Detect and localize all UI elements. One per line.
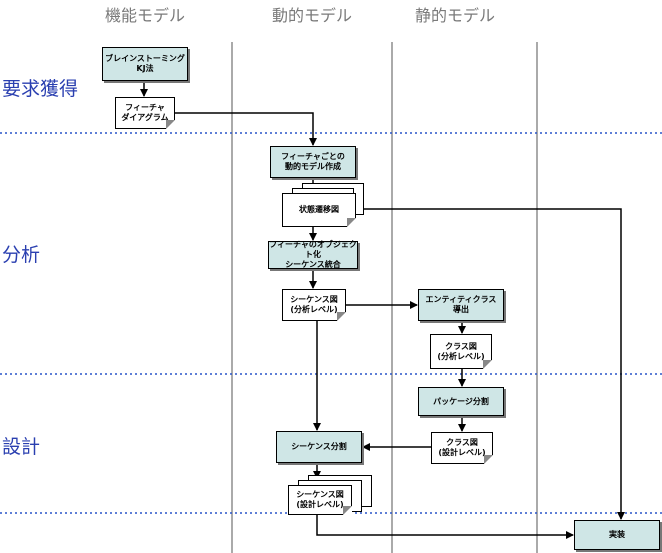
page-fold-icon	[166, 120, 175, 129]
process-sequence-split: シーケンス分割	[276, 431, 362, 463]
phase-label-design: 設計	[2, 436, 41, 458]
column-header-dynamic: 動的モデル	[271, 6, 352, 25]
arrow-feature-diagram-to-dynamic-model	[174, 112, 317, 146]
process-implementation-label: 実装	[609, 530, 625, 539]
process-brainstorming-kj-label: ブレインストーミング KJ法	[105, 54, 185, 73]
document-sequence-analysis: シーケンス図 (分析レベル)	[282, 289, 346, 321]
process-package-split-label: パッケージ分割	[433, 396, 489, 406]
arrow-state-transition-to-implementation	[355, 208, 625, 520]
document-sequence-design: シーケンス図 (設計レベル)	[288, 485, 352, 515]
document-sequence-analysis-label: シーケンス図 (分析レベル)	[290, 295, 338, 314]
process-feature-objectify-label: フィーチャのオブジェクト化 シーケンス統合	[269, 240, 357, 269]
document-class-analysis-label: クラス図 (分析レベル)	[437, 341, 485, 361]
column-header-functional: 機能モデル	[104, 6, 185, 25]
process-feature-objectify: フィーチャのオブジェクト化 シーケンス統合	[268, 240, 358, 269]
document-feature-diagram: フィーチャ ダイアグラム	[115, 97, 175, 129]
document-state-transition: 状態遷移図	[282, 193, 356, 227]
process-dynamic-model-creation-label: フィーチャごとの 動的モデル作成	[281, 152, 345, 171]
document-state-transition-label: 状態遷移図	[299, 205, 339, 214]
document-sequence-design-label: シーケンス図 (設計レベル)	[296, 490, 344, 509]
document-class-design-label: クラス図 (設計レベル)	[438, 438, 486, 457]
document-class-analysis: クラス図 (分析レベル)	[430, 334, 492, 369]
page-fold-icon	[483, 360, 492, 369]
page-fold-icon	[347, 218, 356, 227]
process-brainstorming-kj: ブレインストーミング KJ法	[102, 47, 188, 81]
process-implementation: 実装	[574, 520, 660, 550]
page-fold-icon	[337, 312, 346, 321]
process-package-split: パッケージ分割	[418, 387, 504, 416]
phase-label-requirements: 要求獲得	[2, 78, 79, 100]
swimlane-separators	[231, 42, 538, 553]
process-sequence-split-label: シーケンス分割	[291, 442, 347, 451]
process-entity-class-label: エンティティクラス 導出	[425, 295, 497, 314]
process-dynamic-model-creation: フィーチャごとの 動的モデル作成	[270, 146, 356, 178]
document-feature-diagram-label: フィーチャ ダイアグラム	[121, 103, 169, 122]
process-entity-class: エンティティクラス 導出	[418, 289, 504, 321]
column-header-static: 静的モデル	[414, 6, 495, 25]
phase-label-analysis: 分析	[2, 244, 41, 266]
page-fold-icon	[484, 455, 493, 464]
document-class-design: クラス図 (設計レベル)	[431, 432, 493, 464]
page-fold-icon	[343, 506, 352, 515]
arrow-sequence-design-to-implementation	[316, 513, 574, 539]
